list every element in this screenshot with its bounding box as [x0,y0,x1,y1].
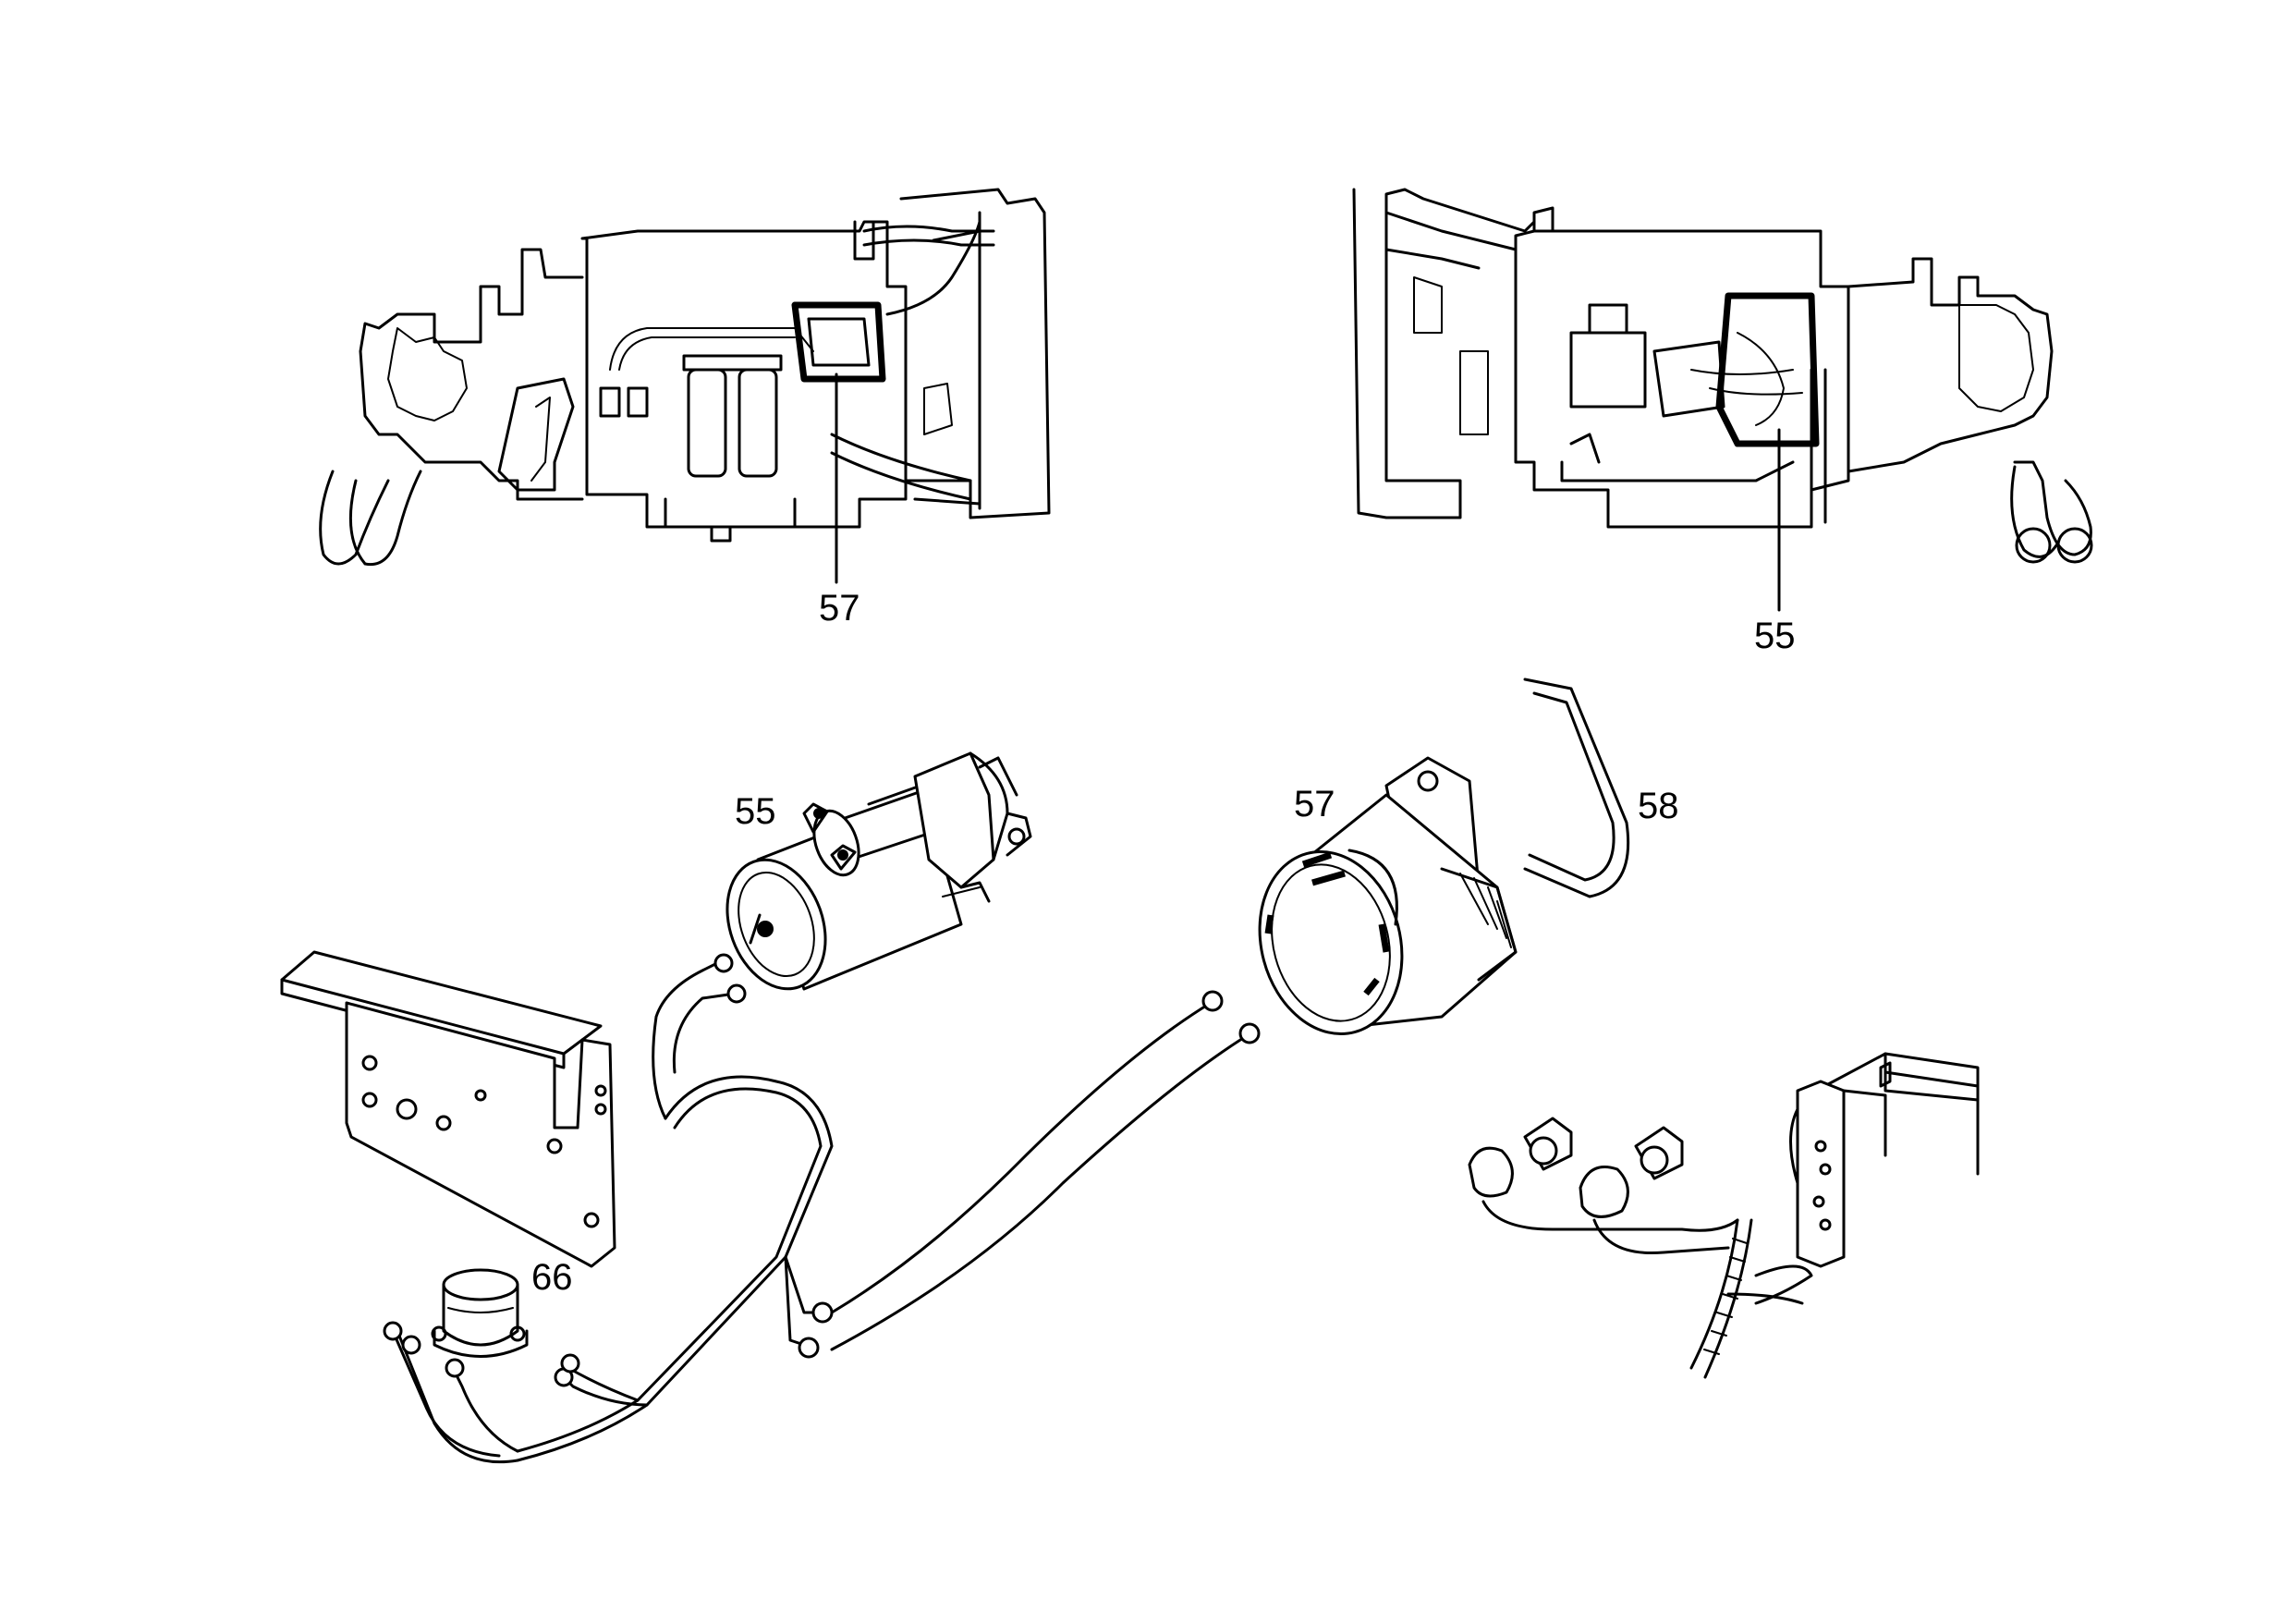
frame-and-sensors [1468,1052,1980,1379]
drive-belt [1523,678,1630,898]
starter-motor [725,751,1032,991]
callout-66-relay: 66 [531,1257,573,1298]
engine-left-side-view [319,188,1051,584]
callout-55-starter: 55 [735,791,776,832]
engine-right-side-view [1352,188,2093,612]
relay [431,1268,529,1358]
callout-58-belt: 58 [1638,786,1679,826]
callout-57-top-left: 57 [819,588,860,629]
callout-55-top-right: 55 [1754,616,1796,656]
callout-57-alternator: 57 [1294,784,1335,824]
wiring-harness [383,953,1261,1464]
alternator [1258,756,1518,1036]
mounting-bracket [280,950,616,1268]
